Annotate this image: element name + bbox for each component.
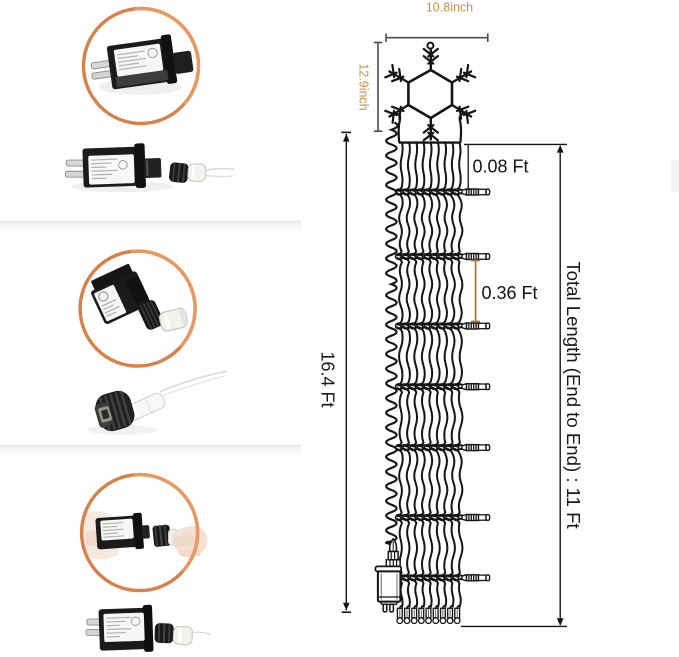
svg-text:16.4 Ft: 16.4 Ft [318,351,338,407]
svg-text:Total Length (End to End) : 11: Total Length (End to End) : 11 Ft [563,261,584,529]
svg-text:10.8inch: 10.8inch [426,1,473,15]
svg-text:12.9inch: 12.9inch [357,63,371,110]
svg-text:0.36 Ft: 0.36 Ft [482,283,538,303]
svg-text:0.08 Ft: 0.08 Ft [473,157,529,177]
